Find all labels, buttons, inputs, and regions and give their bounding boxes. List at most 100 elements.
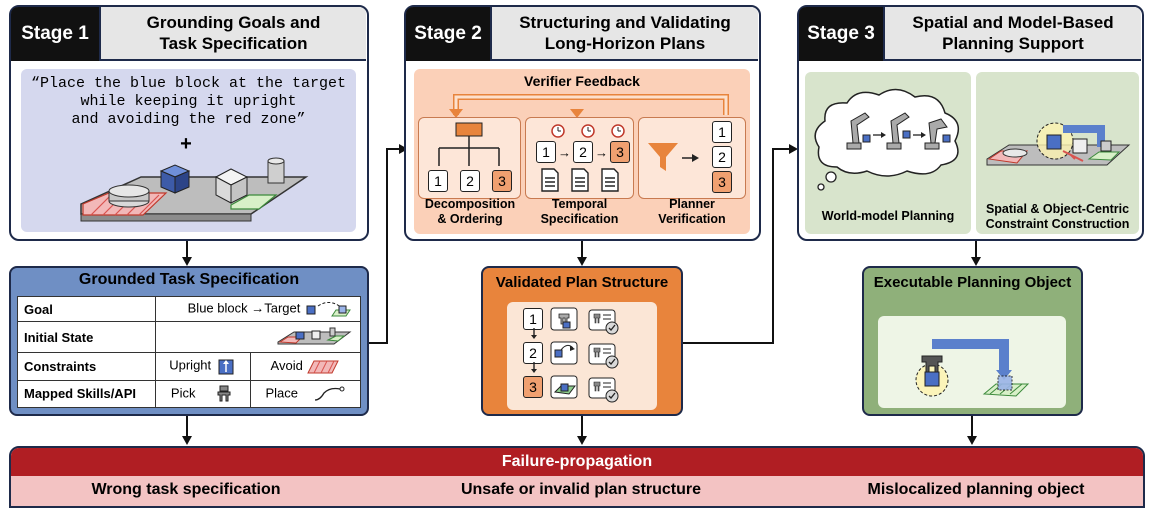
instruction-line2: while keeping it upright [80, 93, 297, 110]
failure-title: Failure-propagation [11, 448, 1143, 476]
verification-numbers: 1 2 3 [712, 121, 734, 193]
spec-value-avoid: Avoid [250, 352, 361, 381]
table-row: Initial State [17, 321, 361, 354]
spatial-label-line2: Constraint Construction [985, 217, 1130, 231]
grounded-spec-panel: Grounded Task Specification Goal Blue bl… [9, 266, 369, 416]
instruction-line1: “Place the blue block at the target [30, 75, 347, 92]
avoid-text: Avoid [270, 357, 303, 373]
decomposition-numbers: 1 2 3 [428, 170, 518, 192]
table-row: Goal Blue block →Target [17, 295, 361, 323]
failure-item-object: Mislocalized planning object [867, 481, 1085, 498]
stage3-tag: Stage 3 [799, 7, 883, 61]
verification-label-line2: Verification [658, 212, 726, 226]
step-number: 2 [460, 170, 480, 192]
stage1-tag: Stage 1 [11, 7, 99, 61]
verifier-feedback-label: Verifier Feedback [524, 73, 640, 89]
arrow-stage1-to-spec [182, 241, 192, 266]
validated-title: Validated Plan Structure [495, 274, 669, 291]
gripper-icon [217, 385, 231, 402]
stage1-title-line2: Task Specification [159, 34, 308, 53]
stage2-title-line2: Long-Horizon Plans [544, 34, 706, 53]
failure-item-plan: Unsafe or invalid plan structure [460, 481, 702, 498]
failure-propagation-bar: Failure-propagation Wrong task specifica… [9, 446, 1145, 508]
stage3-title-line2: Planning Support [942, 34, 1084, 53]
step-number: 3 [610, 141, 630, 163]
red-zone-icon [307, 360, 340, 374]
decomposition-label-line1: Decomposition [424, 197, 516, 211]
step-number: 1 [523, 308, 543, 330]
stage1-title-line1: Grounding Goals and [146, 12, 321, 32]
spec-title: Grounded Task Specification [78, 271, 300, 288]
decomposition-label-line2: & Ordering [437, 212, 503, 226]
validated-steps: 1 2 3 [523, 308, 545, 398]
spec-key-skills: Mapped Skills/API [17, 379, 156, 408]
stage2-tag: Stage 2 [406, 7, 490, 61]
arrow-glyph: → [595, 144, 608, 160]
upright-text: Upright [169, 357, 212, 373]
world-model-label: World-model Planning [821, 209, 955, 223]
arrow-glyph: → [558, 144, 571, 160]
executable-object-image [915, 339, 1030, 397]
step-number: 1 [536, 141, 556, 163]
step-number: 1 [712, 121, 732, 143]
stage2-title-line1: Structuring and Validating [519, 12, 731, 32]
step-number: 3 [523, 376, 543, 398]
arrow-validated-to-failure [577, 416, 587, 445]
spatial-label-line1: Spatial & Object-Centric [985, 202, 1130, 216]
spec-value-place: Place [250, 379, 361, 408]
spec-key-goal: Goal [17, 295, 156, 323]
step-number: 2 [712, 146, 732, 168]
temporal-label-line2: Specification [540, 212, 619, 226]
step-number: 2 [523, 342, 543, 364]
spec-value-initial-state [155, 321, 361, 354]
instruction-line3: and avoiding the red zone” [71, 111, 306, 128]
upright-block-icon [218, 359, 234, 375]
arrow-executable-to-failure [967, 416, 977, 445]
arrow-stage3-to-executable [971, 241, 981, 266]
arrow-spec-to-stage2 [369, 144, 408, 344]
spec-key-initial-state: Initial State [17, 321, 156, 354]
arrow-stage2-to-validated [577, 241, 587, 266]
temporal-numbers: 1→ 2→ 3 [536, 141, 631, 163]
arrow-validated-to-stage3 [683, 144, 798, 344]
failure-item-spec: Wrong task specification [91, 481, 281, 498]
goal-trajectory-icon [306, 302, 351, 317]
executable-title: Executable Planning Object [873, 274, 1072, 291]
initial-state-scene-icon [277, 327, 352, 345]
stage3-title-line1: Spatial and Model-Based [912, 12, 1114, 32]
spec-value-pick: Pick [154, 379, 252, 408]
executable-object-panel: Executable Planning Object [862, 266, 1083, 416]
spec-table: Goal Blue block →Target Initial State Co… [17, 295, 361, 408]
validated-plan-panel: Validated Plan Structure 1 2 3 [481, 266, 683, 416]
verification-label-line1: Planner [669, 197, 715, 211]
place-text: Place [265, 385, 298, 401]
step-number: 1 [428, 170, 448, 192]
place-trajectory-icon [314, 386, 345, 401]
table-row: Mapped Skills/API Pick Place [17, 379, 361, 408]
temporal-label-line1: Temporal [551, 197, 608, 211]
executable-inner [878, 316, 1066, 408]
table-row: Constraints Upright Avoid [17, 352, 361, 381]
spatial-constraint-image [986, 122, 1131, 166]
step-number: 3 [712, 171, 732, 193]
document-icons [541, 168, 619, 192]
verifier-feedback-arrow [449, 94, 729, 118]
instruction-text: “Place the blue block at the target whil… [21, 75, 356, 129]
arrow-spec-to-failure [182, 416, 192, 445]
spec-key-constraints: Constraints [17, 352, 156, 381]
spec-table-wrap: Goal Blue block →Target Initial State Co… [17, 295, 361, 408]
clock-icons [551, 124, 625, 138]
tabletop-scene-image [80, 157, 309, 222]
funnel-icon [648, 143, 699, 171]
spec-value-goal: Blue block →Target [155, 295, 361, 323]
plus-sign: + [180, 133, 192, 155]
decomposition-tree-icon [438, 122, 500, 166]
